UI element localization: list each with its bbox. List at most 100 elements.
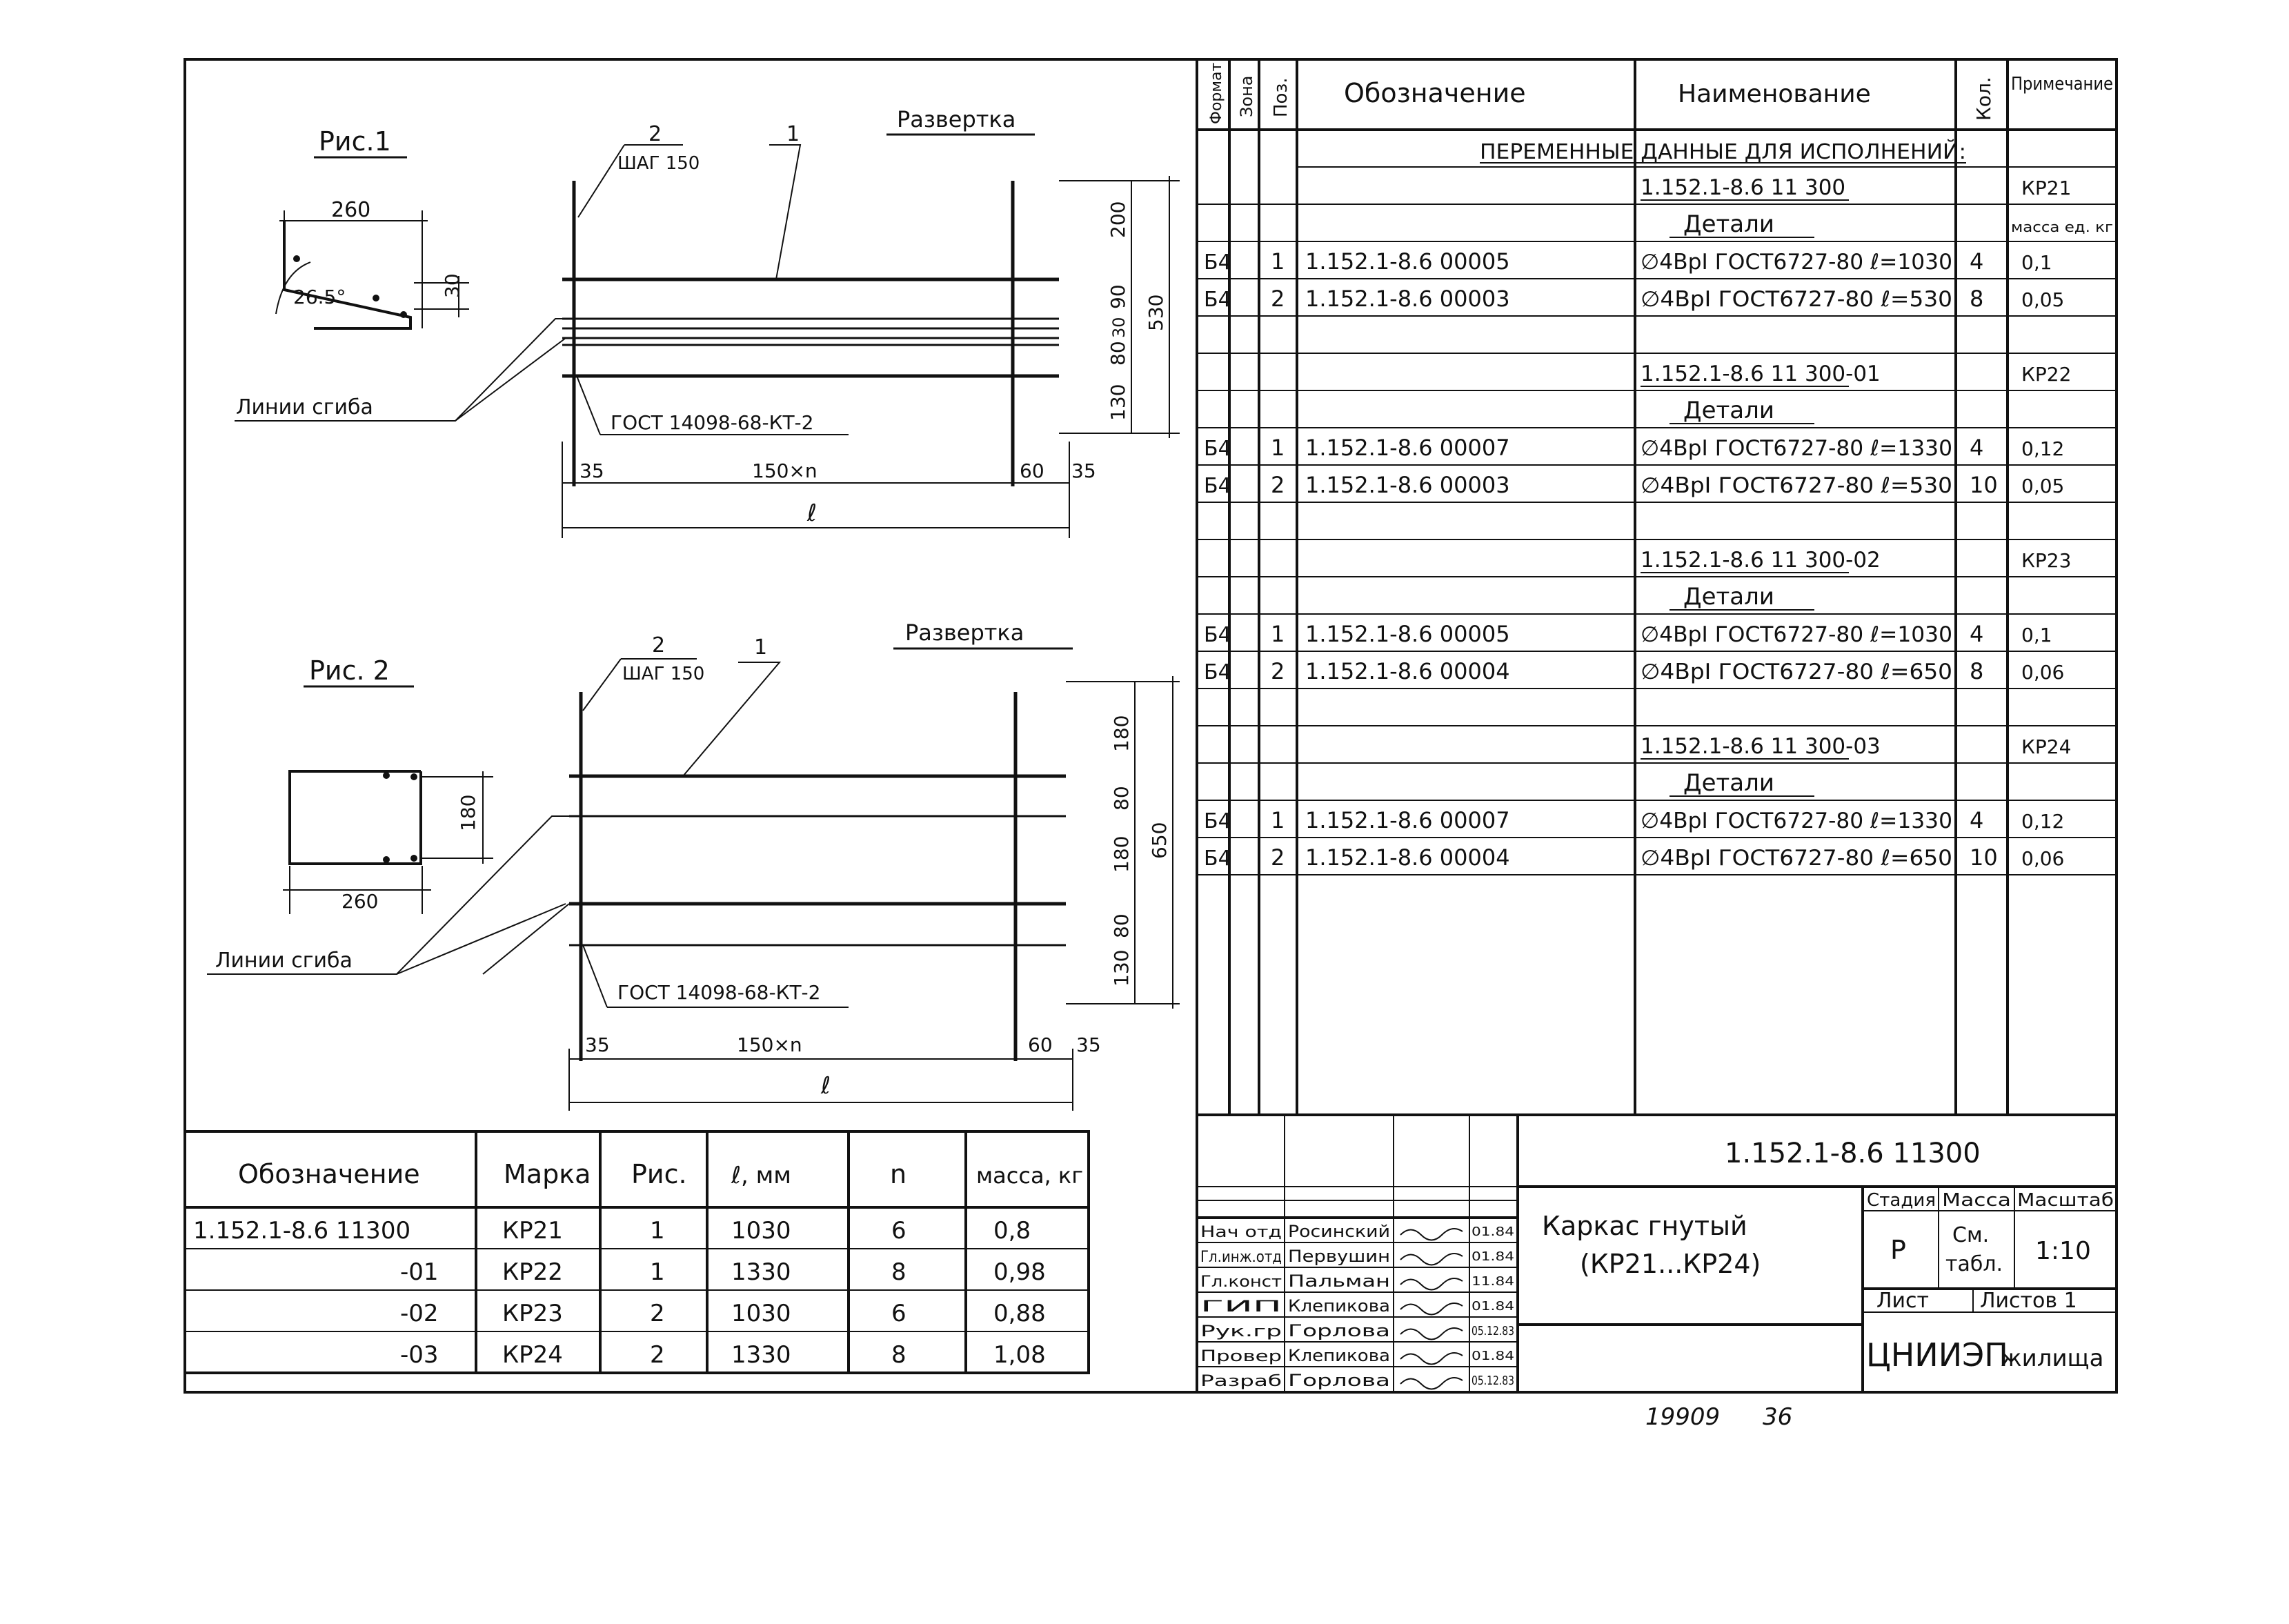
spec-cell-o: 1.152.1-8.6 00005 (1305, 248, 1510, 275)
spec-h-kol: Кол. (1972, 77, 1995, 121)
spec-cell-k: 10 (1970, 472, 1998, 498)
tb-person: Первушин (1288, 1247, 1390, 1266)
fig1-bent-profile (283, 221, 412, 330)
fig1-gost: ГОСТ 14098-68-КТ-2 (611, 411, 813, 434)
spec-cell-m: 0,12 (2021, 810, 2064, 833)
spec-cell-o: 1.152.1-8.6 00007 (1305, 435, 1510, 461)
bt-cell: 0,98 (993, 1258, 1046, 1286)
spec-cell-n: Детали (1683, 210, 1774, 238)
spec-cell-n: ∅4ВрI ГОСТ6727-80 ℓ=1030 (1641, 250, 1952, 275)
spec-cell-m: 0,05 (2021, 288, 2064, 311)
spec-cell-f: Б4 (1204, 250, 1231, 275)
tb-role: Гл.конст (1200, 1274, 1282, 1291)
bt-cell: 1.152.1-8.6 11300 (193, 1217, 410, 1245)
spec-cell-k: 8 (1970, 658, 1983, 684)
fig2-title: Рис. 2 (309, 655, 390, 686)
fig1-dim-30: 30 (441, 273, 464, 298)
tb-role: Рук.гр (1200, 1323, 1282, 1340)
fig2-dl: ℓ (820, 1072, 831, 1100)
fig1-razvertka: Развертка (897, 106, 1015, 132)
tb-date: 01.84 (1472, 1249, 1514, 1264)
spec-cell-p: 2 (1271, 472, 1285, 498)
spec-cell-n: Детали (1683, 583, 1774, 611)
signature (1400, 1228, 1463, 1241)
signature (1400, 1377, 1463, 1390)
fig1-dim-v3: 30 (1109, 317, 1129, 338)
fig2-d150n: 150×n (737, 1033, 802, 1056)
bt-h-massa: масса, кг (976, 1162, 1083, 1189)
figure-2: Рис. 2 180 260 Развертка 2 1 ШАГ 150 180… (207, 620, 1180, 1111)
fig1-dim-v1: 200 (1107, 201, 1129, 238)
tb-date: 11.84 (1472, 1274, 1514, 1289)
tb-person: Росинский (1288, 1222, 1390, 1241)
bt-cell: 1030 (731, 1300, 791, 1327)
bt-h-l: ℓ, мм (731, 1162, 791, 1189)
spec-cell-n: ∅4ВрI ГОСТ6727-80 ℓ=1030 (1641, 622, 1952, 647)
tb-date: 01.84 (1472, 1349, 1514, 1363)
fig2-dim-v4: 80 (1110, 913, 1133, 938)
spec-cell-f: Б4 (1204, 660, 1231, 684)
spec-cell-n: ∅4ВрI ГОСТ6727-80 ℓ=1330 (1641, 809, 1952, 833)
bt-cell: 0,8 (993, 1217, 1031, 1245)
spec-variable: ПЕРЕМЕННЫЕ ДАННЫЕ ДЛЯ ИСПОЛНЕНИЙ: (1480, 139, 1966, 164)
spec-cell-k: 8 (1970, 286, 1983, 312)
spec-cell-m: КР21 (2021, 177, 2071, 199)
fig1-d35b: 35 (1071, 459, 1096, 482)
fig2-dim-260: 260 (341, 890, 378, 913)
variants-table: Обозначение Марка Рис. ℓ, мм n масса, кг… (184, 1130, 1090, 1374)
spec-table: Формат Зона Поз. Обозначение Наименовани… (1196, 58, 2118, 1116)
spec-cell-o: 1.152.1-8.6 00003 (1305, 286, 1510, 312)
bt-cell: 8 (891, 1258, 906, 1286)
tb-code: 1.152.1-8.6 11300 (1725, 1138, 1981, 1169)
spec-cell-m: 0,1 (2021, 251, 2052, 274)
spec-cell-p: 2 (1271, 658, 1285, 684)
tb-stadia: Р (1890, 1235, 1906, 1265)
spec-cell-o: 1.152.1-8.6 00003 (1305, 472, 1510, 498)
spec-cell-k: 4 (1970, 807, 1983, 833)
spec-cell-p: 1 (1271, 807, 1285, 833)
tb-massa2: табл. (1945, 1252, 2003, 1276)
fig1-linii: Линии сгиба (236, 395, 373, 419)
bt-h-n: n (890, 1159, 906, 1189)
spec-cell-n: ∅4ВрI ГОСТ6727-80 ℓ=1330 (1641, 436, 1952, 461)
fig1-pos1: 1 (786, 122, 800, 146)
signature (1400, 1303, 1463, 1316)
spec-cell-f: Б4 (1204, 288, 1231, 312)
spec-h-oboz: Обозначение (1344, 78, 1526, 108)
fig1-angle: 26.5° (293, 286, 346, 308)
spec-cell-p: 1 (1271, 435, 1285, 461)
spec-cell-m: 0,06 (2021, 847, 2064, 870)
fig2-dim-180: 180 (457, 795, 479, 831)
spec-h-naim: Наименование (1678, 80, 1871, 108)
fig2-gost: ГОСТ 14098-68-КТ-2 (617, 981, 820, 1004)
spec-cell-n: 1.152.1-8.6 11 300-01 (1641, 362, 1881, 386)
fig2-dim-v2: 80 (1110, 786, 1133, 811)
bt-cell: 1,08 (993, 1341, 1046, 1369)
spec-cell-n: ∅4ВрI ГОСТ6727-80 ℓ=530 (1641, 473, 1952, 498)
signature (1400, 1253, 1463, 1266)
bt-cell: 1 (650, 1217, 665, 1245)
fig2-d35: 35 (585, 1033, 610, 1056)
spec-cell-m: 0,05 (2021, 475, 2064, 497)
fig1-dim-vtot: 530 (1144, 295, 1167, 331)
bt-cell: 8 (891, 1341, 906, 1369)
bt-cell: 6 (891, 1217, 906, 1245)
spec-h-zona: Зона (1237, 76, 1256, 117)
tb-list: Лист (1876, 1289, 1929, 1313)
title-block: 1.152.1-8.6 11300 Каркас гнутый (КР21...… (1196, 1113, 2118, 1394)
tb-name2: (КР21...КР24) (1580, 1249, 1761, 1279)
tb-person: Пальман (1288, 1271, 1390, 1291)
fig2-pos2: 2 (652, 633, 665, 657)
bt-cell: -01 (400, 1258, 439, 1286)
tb-role: Разраб (1200, 1373, 1282, 1390)
fig2-shag: ШАГ 150 (622, 664, 704, 684)
fig2-dim-vtot: 650 (1148, 822, 1171, 859)
spec-h-prim: Примечание (2011, 74, 2113, 95)
bt-h-ris: Рис. (631, 1159, 687, 1189)
tb-role: ГИП (1200, 1298, 1282, 1316)
fig2-dim-v1: 180 (1110, 715, 1133, 752)
bt-cell: КР23 (502, 1300, 563, 1327)
spec-cell-n: 1.152.1-8.6 11 300 (1641, 175, 1845, 200)
spec-cell-m: КР23 (2021, 549, 2071, 572)
